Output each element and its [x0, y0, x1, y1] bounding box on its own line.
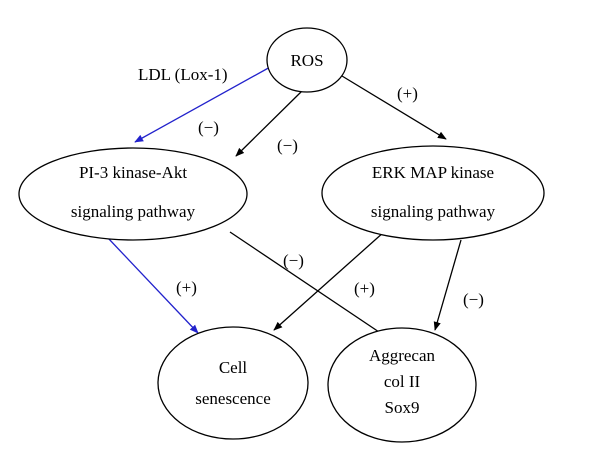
edge-erk-to-senescence: [273, 231, 385, 331]
edge-ros-to-pi3k: [235, 90, 303, 157]
edge-pi3k-to-senescence: [107, 237, 199, 334]
node-aggrecan-line-2: col II: [384, 372, 421, 391]
edge-label-ros-pi3k-minus-2: (−): [277, 136, 298, 155]
node-cell-senescence: Cell senescence: [157, 326, 309, 440]
node-aggrecan-line-3: Sox9: [385, 398, 420, 417]
node-cell-senescence-shape: [157, 326, 309, 440]
edge-label-erk-aggrecan-minus: (−): [463, 290, 484, 309]
edge-label-ros-erk-plus: (+): [397, 84, 418, 103]
edge-erk-to-aggrecan: [433, 239, 462, 331]
edge-ros-to-pi3k-ldl: [134, 65, 273, 143]
edge-labels: LDL (Lox-1) (−) (−) (+) (+) (−) (+) (−): [138, 65, 484, 309]
node-erk-map: ERK MAP kinase signaling pathway: [321, 145, 545, 241]
edge-label-ros-pi3k-minus-1: (−): [198, 118, 219, 137]
edge-label-pi3k-aggrecan-minus: (−): [283, 251, 304, 270]
node-cell-senescence-line-1: Cell: [219, 358, 248, 377]
node-ros-shape: [266, 27, 348, 93]
node-pi3k-akt-line-1: PI-3 kinase-Akt: [79, 163, 187, 182]
node-erk-map-shape: [321, 145, 545, 241]
edge-label-pi3k-senescence-plus: (+): [176, 278, 197, 297]
node-aggrecan-shape: [327, 327, 477, 443]
edge-label-ldl-lox1: LDL (Lox-1): [138, 65, 228, 84]
node-cell-senescence-line-2: senescence: [195, 389, 271, 408]
edge-label-erk-senescence-plus: (+): [354, 279, 375, 298]
node-erk-map-line-1: ERK MAP kinase: [372, 163, 494, 182]
node-pi3k-akt: PI-3 kinase-Akt signaling pathway: [18, 147, 248, 241]
node-ros: ROS: [266, 27, 348, 93]
node-aggrecan: Aggrecan col II Sox9: [327, 327, 477, 443]
edge-ros-to-erk: [341, 75, 447, 140]
node-pi3k-akt-line-2: signaling pathway: [71, 202, 196, 221]
node-aggrecan-line-1: Aggrecan: [369, 346, 436, 365]
edges: [107, 65, 462, 339]
edge-pi3k-to-aggrecan: [229, 231, 389, 339]
node-ros-label: ROS: [290, 51, 323, 70]
node-pi3k-akt-shape: [18, 147, 248, 241]
node-erk-map-line-2: signaling pathway: [371, 202, 496, 221]
